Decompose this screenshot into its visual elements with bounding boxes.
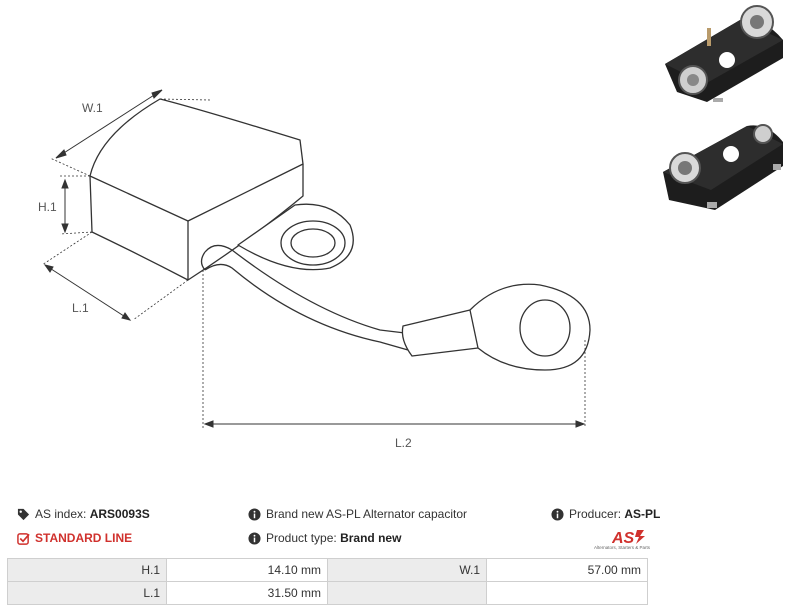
mounting-tab (237, 203, 354, 271)
product-type: Product type: Brand new (248, 527, 401, 549)
table-row: L.1 31.50 mm (7, 581, 648, 605)
as-index: AS index: ARS0093S (17, 503, 150, 525)
technical-drawing: W.1 H.1 L.1 L.2 (38, 89, 591, 450)
table-row: H.1 14.10 mm W.1 57.00 mm (7, 558, 648, 582)
info-row-1: AS index: ARS0093S Brand new AS-PL Alter… (0, 503, 800, 525)
info-icon (551, 507, 564, 521)
dimensions-table: H.1 14.10 mm W.1 57.00 mm L.1 31.50 mm (7, 558, 648, 605)
product-photo-1 (665, 5, 783, 102)
as-index-value: ARS0093S (89, 507, 150, 521)
logo-text: AS (612, 530, 635, 545)
dim-value: 31.50 mm (166, 581, 328, 605)
h1-label: H.1 (38, 200, 57, 214)
info-icon (248, 531, 261, 545)
description-text: Brand new AS-PL Alternator capacitor (266, 507, 467, 521)
as-logo: AS Alternators, Starters & Parts (585, 528, 650, 552)
producer: Producer: AS-PL (551, 503, 660, 525)
producer-label: Producer: (569, 507, 622, 521)
info-row-2: STANDARD LINE Product type: Brand new (0, 527, 800, 549)
dim-label (327, 581, 487, 605)
l2-label: L.2 (395, 436, 412, 450)
w1-label: W.1 (82, 101, 103, 115)
dim-label: H.1 (7, 558, 167, 582)
dim-value: 57.00 mm (486, 558, 648, 582)
ring-terminal (469, 283, 591, 371)
description: Brand new AS-PL Alternator capacitor (248, 503, 467, 525)
product-type-value: Brand new (340, 531, 402, 545)
producer-value: AS-PL (624, 507, 661, 521)
info-icon (248, 507, 261, 521)
dim-value: 14.10 mm (166, 558, 328, 582)
logo-mark: AS (612, 530, 645, 545)
l1-label: L.1 (72, 301, 89, 315)
product-photo-2 (663, 124, 783, 210)
capacitor-body (89, 98, 304, 222)
tag-icon (17, 508, 30, 520)
cable (204, 244, 406, 334)
product-type-label: Product type: (266, 531, 337, 545)
standard-line: STANDARD LINE (17, 527, 132, 549)
logo-tagline: Alternators, Starters & Parts (593, 545, 650, 550)
crimp-sleeve (401, 309, 480, 357)
dim-label: L.1 (7, 581, 167, 605)
dim-label: W.1 (327, 558, 487, 582)
dim-value (486, 581, 648, 605)
standard-line-label: STANDARD LINE (35, 531, 133, 545)
as-index-label: AS index: (35, 507, 87, 521)
checkbox-icon (17, 532, 30, 545)
